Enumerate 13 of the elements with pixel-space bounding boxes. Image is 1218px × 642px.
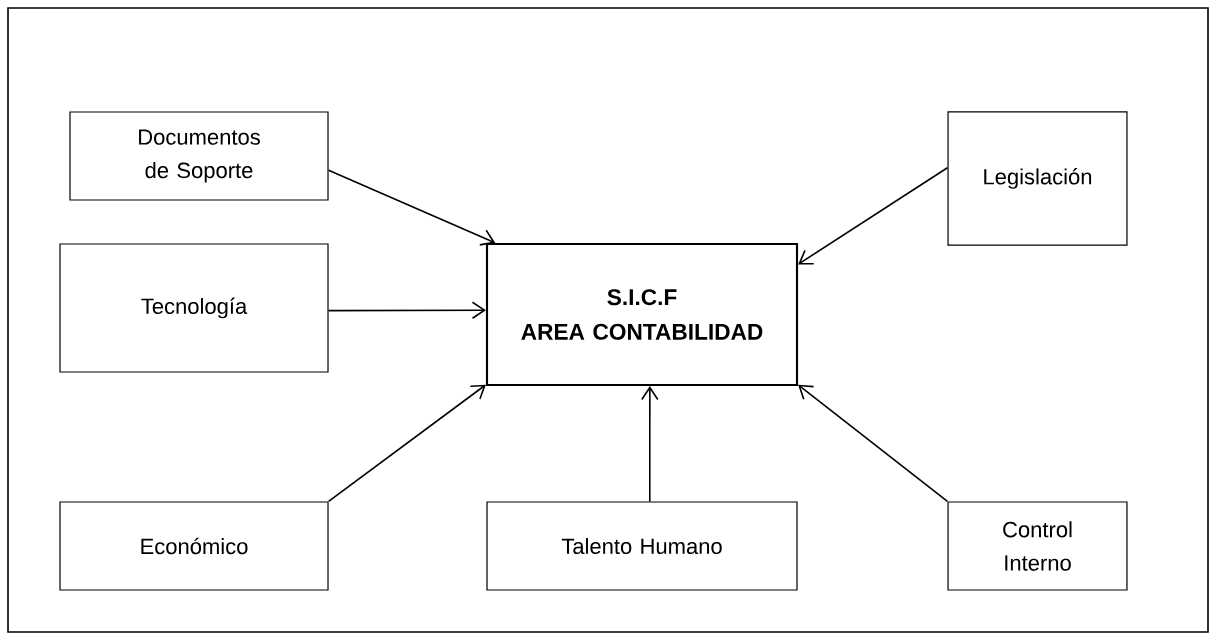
factor-box: Legislación	[947, 111, 1128, 246]
factor-box: Tecnología	[59, 243, 329, 373]
arrow	[327, 384, 486, 503]
arrow	[327, 169, 496, 246]
arrow	[798, 166, 949, 265]
arrow	[327, 301, 486, 320]
factor-box: Económico	[59, 501, 329, 591]
arrow	[798, 384, 949, 503]
factor-box: Talento Humano	[486, 501, 798, 591]
factor-box: Control Interno	[947, 501, 1128, 591]
arrow	[641, 386, 659, 503]
system-box: S.I.C.F AREA CONTABILIDAD	[485, 242, 799, 387]
factor-box: Documentos de Soporte	[69, 111, 329, 201]
